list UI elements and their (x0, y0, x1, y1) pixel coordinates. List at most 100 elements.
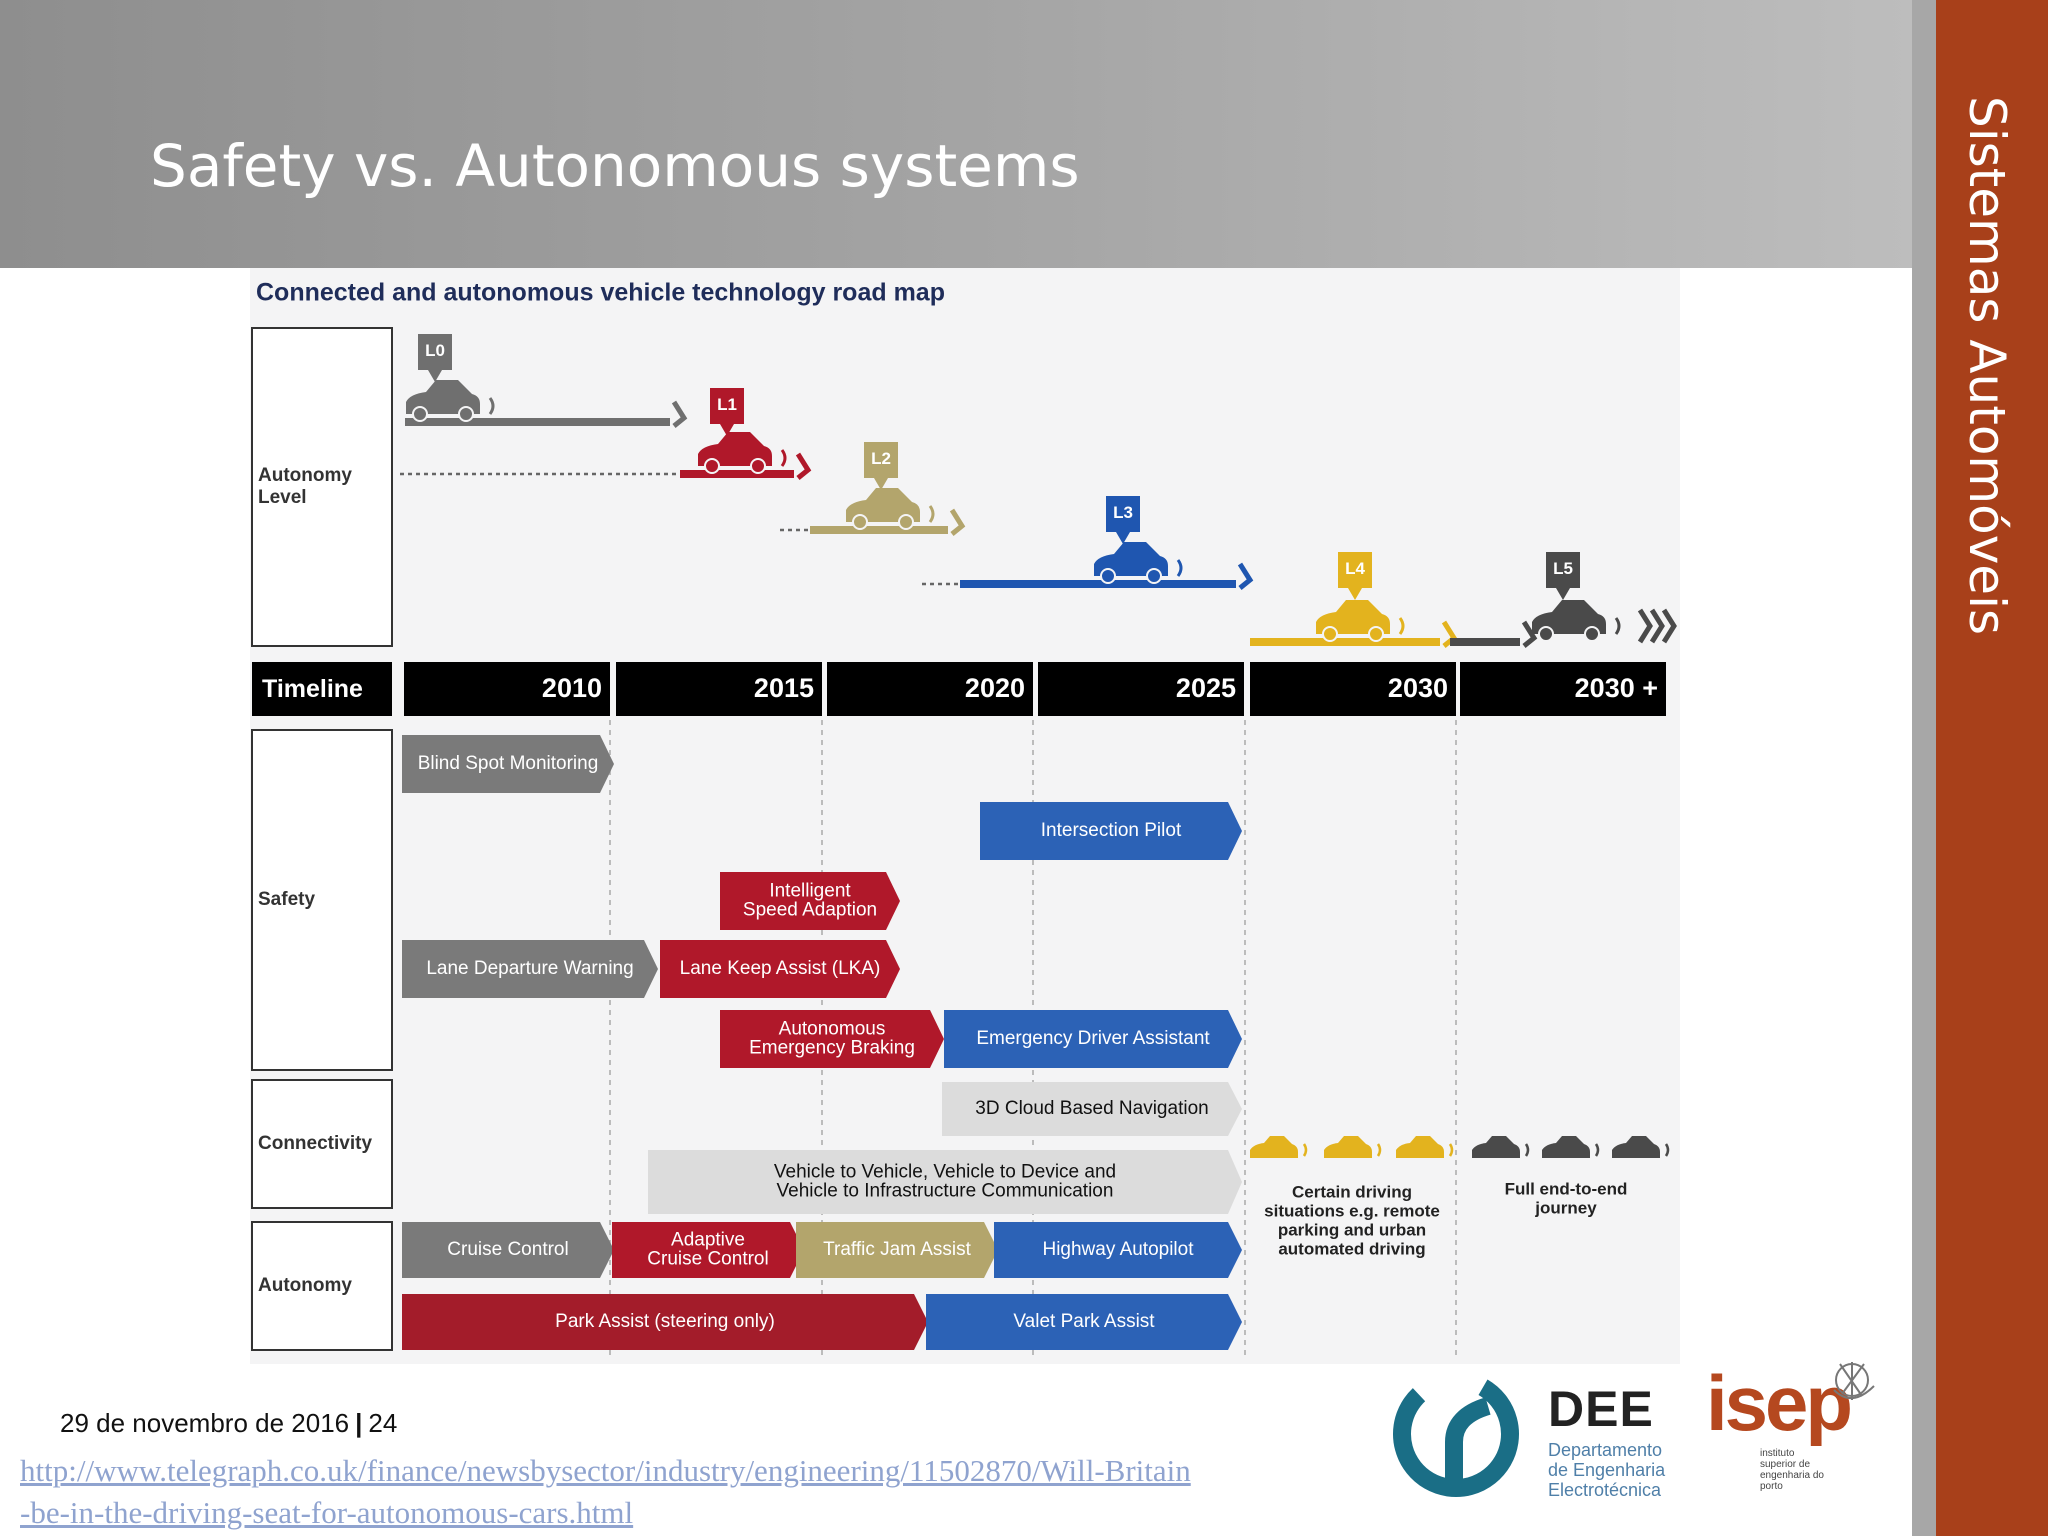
autonomy-item-label: Highway Autopilot (1042, 1239, 1194, 1260)
signal-wave-icon (1176, 559, 1183, 577)
safety-item-label: Lane Keep Assist (LKA) (680, 958, 881, 979)
level-end-chevron (795, 452, 812, 480)
timeline-year: 2010 (542, 673, 602, 703)
footer-separator: | (355, 1408, 363, 1438)
row-label-autonomy-level-box (251, 327, 393, 647)
signal-wave-icon (1376, 1143, 1382, 1157)
signal-wave-icon (1524, 1143, 1530, 1157)
level-track (1450, 638, 1520, 646)
row-label-safety-box (251, 729, 393, 1071)
level-track (810, 526, 948, 534)
level-badge-label: L0 (425, 341, 445, 360)
level-badge-pointer (720, 424, 734, 436)
signal-wave-icon (1664, 1143, 1670, 1157)
sidebar-band (1936, 0, 2048, 1536)
isep-emblem-icon (1833, 1362, 1875, 1400)
wheel-icon (898, 514, 914, 530)
row-label-autonomy-box (251, 1221, 393, 1351)
slide-header: Safety vs. Autonomous systems (0, 0, 1912, 268)
safety-item-label: Lane Departure Warning (426, 958, 633, 979)
small-car-icon (1542, 1136, 1590, 1158)
car-icon (1094, 542, 1168, 576)
signal-wave-icon (780, 449, 787, 467)
row-label-connectivity-box (251, 1079, 393, 1209)
level-track (960, 580, 1236, 588)
wheel-icon (1538, 626, 1554, 642)
side-title: Sistemas Automóveis (1958, 96, 2016, 636)
timeline-year: 2025 (1176, 673, 1236, 703)
slide-date: 29 de novembro de 2016 (60, 1408, 350, 1438)
level-end-chevron (671, 400, 688, 428)
safety-item-bar (720, 1010, 944, 1068)
wheel-icon (1100, 568, 1116, 584)
timeline-label: Timeline (262, 675, 363, 703)
timeline-label-box (252, 662, 392, 716)
level-end-chevron (1237, 562, 1254, 590)
slide-title: Safety vs. Autonomous systems (150, 132, 1080, 200)
signal-wave-icon (488, 397, 495, 415)
level-badge (418, 334, 452, 370)
safety-item-label: Blind Spot Monitoring (418, 753, 599, 774)
timeline-cell (1460, 662, 1666, 716)
level-badge-pointer (1556, 588, 1570, 600)
autonomy-item-bar (402, 1294, 928, 1350)
car-icon (1316, 600, 1390, 634)
row-label-connectivity: Connectivity (258, 1133, 372, 1154)
level-badge-label: L5 (1553, 559, 1573, 578)
safety-item-bar (720, 872, 900, 930)
signal-wave-icon (1302, 1143, 1308, 1157)
connectivity-item-label: Vehicle to Vehicle, Vehicle to Device an… (774, 1162, 1116, 1202)
wheel-icon (1584, 626, 1600, 642)
l5-chevron-icon (1649, 608, 1665, 644)
timeline-year: 2020 (965, 673, 1025, 703)
autonomy-item-bar (402, 1222, 614, 1278)
autonomy-item-label: Traffic Jam Assist (823, 1239, 972, 1260)
safety-item-label: Intersection Pilot (1041, 820, 1182, 841)
signal-wave-icon (1398, 617, 1405, 635)
autonomy-item-bar (796, 1222, 998, 1278)
signal-wave-icon (1594, 1143, 1600, 1157)
dee-logo-text: DEE Departamento de Engenharia Electroté… (1548, 1380, 1665, 1500)
level-end-chevron (1521, 620, 1538, 648)
level-badge-label: L4 (1345, 559, 1365, 578)
safety-item-bar (402, 735, 614, 793)
autonomy-item-label: Valet Park Assist (1013, 1311, 1155, 1332)
wheel-icon (1368, 626, 1384, 642)
source-link[interactable]: http://www.telegraph.co.uk/finance/newsb… (20, 1453, 1191, 1530)
autonomy-item-label: Cruise Control (447, 1239, 568, 1260)
autonomy-item-bar (612, 1222, 804, 1278)
timeline-cell (1250, 662, 1456, 716)
timeline-cell (616, 662, 822, 716)
signal-wave-icon (928, 505, 935, 523)
l5-chevron-icon (1661, 608, 1677, 644)
autonomy-item-bar (994, 1222, 1242, 1278)
connectivity-item-label: 3D Cloud Based Navigation (975, 1098, 1208, 1119)
dee-abbr: DEE (1548, 1381, 1654, 1437)
level-end-chevron (949, 508, 966, 536)
wheel-icon (852, 514, 868, 530)
signal-wave-icon (1448, 1143, 1454, 1157)
level-badge (1338, 552, 1372, 588)
safety-item-bar (980, 802, 1242, 860)
safety-item-bar (402, 940, 658, 998)
wheel-icon (458, 406, 474, 422)
level-badge-pointer (428, 370, 442, 382)
wheel-icon (1322, 626, 1338, 642)
level-badge (864, 442, 898, 478)
small-car-icon (1250, 1136, 1298, 1158)
timeline-cell (1038, 662, 1244, 716)
sidebar-stripe (1912, 0, 1936, 1536)
autonomy-item-bar (926, 1294, 1242, 1350)
timeline-year: 2015 (754, 673, 814, 703)
isep-logo: isep (1706, 1359, 1853, 1447)
dee-name: Departamento de Engenharia Electrotécnic… (1548, 1440, 1666, 1500)
level-badge-label: L2 (871, 449, 891, 468)
timeline-year: 2030 (1388, 673, 1448, 703)
isep-name: instituto superior de engenharia do port… (1760, 1448, 1824, 1492)
car-icon (406, 380, 480, 414)
level-badge (1106, 496, 1140, 532)
level-badge-label: L3 (1113, 503, 1133, 522)
